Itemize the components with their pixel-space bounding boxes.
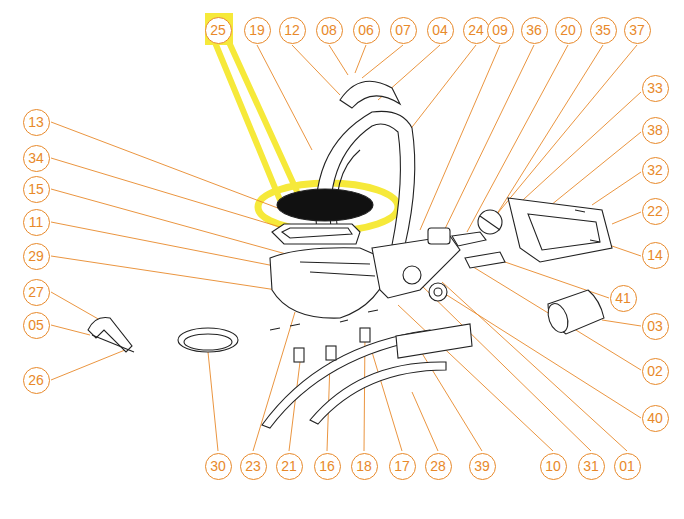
callout-number: 33 [642, 75, 669, 102]
callout-number: 09 [487, 17, 514, 44]
callout-number: 27 [23, 279, 50, 306]
callout-number: 32 [642, 157, 669, 184]
callout-number: 39 [469, 453, 496, 480]
callout-number: 23 [240, 453, 267, 480]
callout-number: 11 [23, 209, 50, 236]
callout-number: 08 [316, 17, 343, 44]
callout-number: 18 [351, 453, 378, 480]
callout-number: 20 [555, 17, 582, 44]
callout-number: 41 [610, 285, 637, 312]
callout-number: 13 [23, 109, 50, 136]
callout-number: 28 [425, 453, 452, 480]
callout-number: 02 [642, 358, 669, 385]
callout-number: 21 [276, 453, 303, 480]
callout-number: 10 [540, 453, 567, 480]
callout-number: 25 [205, 17, 232, 44]
callout-number: 24 [463, 17, 490, 44]
callout-number: 40 [642, 405, 669, 432]
callout-number: 12 [279, 17, 306, 44]
callout-number: 22 [642, 198, 669, 225]
leader-lines [51, 45, 641, 451]
callout-number: 01 [614, 453, 641, 480]
callout-number: 03 [642, 313, 669, 340]
callout-number: 38 [642, 117, 669, 144]
callout-number: 26 [23, 367, 50, 394]
callout-number: 04 [427, 17, 454, 44]
callout-number: 19 [244, 17, 271, 44]
callout-number: 34 [23, 145, 50, 172]
callout-number: 36 [521, 17, 548, 44]
callout-number: 14 [642, 242, 669, 269]
callout-number: 31 [578, 453, 605, 480]
callout-number: 15 [23, 176, 50, 203]
callout-number: 06 [353, 17, 380, 44]
callout-number: 35 [590, 17, 617, 44]
callout-number: 17 [389, 453, 416, 480]
callout-number: 16 [314, 453, 341, 480]
callout-number: 07 [390, 17, 417, 44]
callout-number: 29 [23, 243, 50, 270]
callout-number: 05 [23, 312, 50, 339]
callout-number: 30 [205, 453, 232, 480]
parts [88, 81, 612, 428]
callout-number: 37 [624, 17, 651, 44]
